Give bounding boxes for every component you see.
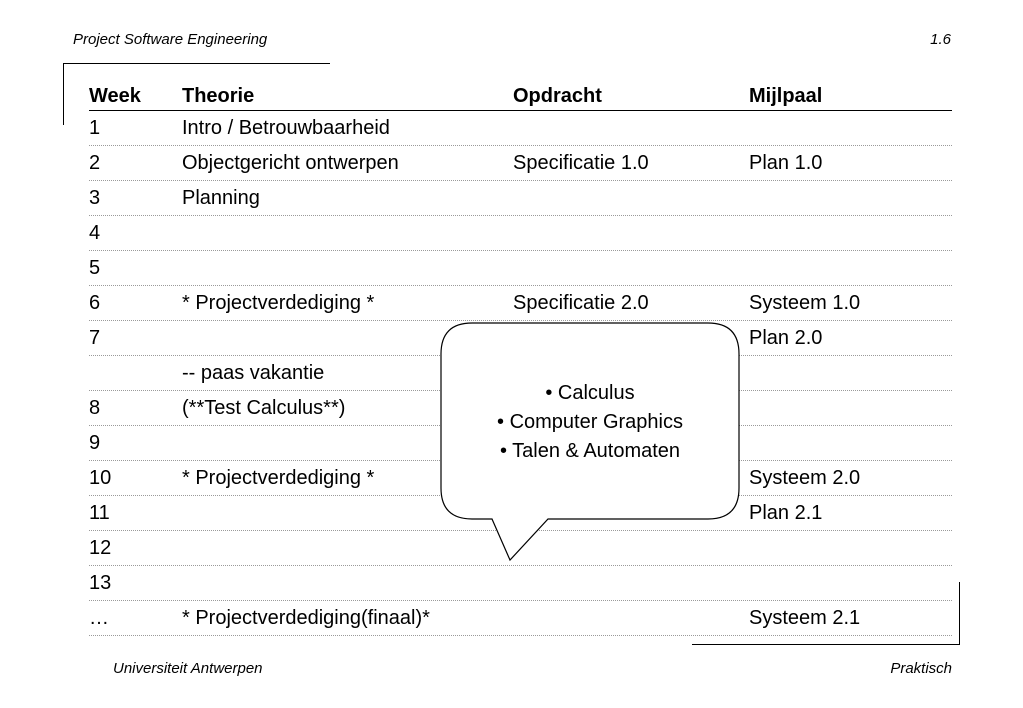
cell-week: 13: [89, 572, 112, 594]
table-row: 1 Intro / Betrouwbaarheid: [89, 111, 952, 146]
cell-theorie: Planning: [182, 187, 260, 209]
column-header-theorie: Theorie: [182, 85, 255, 107]
cell-week: 5: [89, 257, 101, 279]
table-header-row: Week Theorie Opdracht Mijlpaal: [89, 82, 952, 111]
cell-theorie: (**Test Calculus**): [182, 397, 346, 419]
cell-week: 2: [89, 152, 101, 174]
table-row: 3 Planning: [89, 181, 952, 216]
table-row: 6 * Projectverdediging * Specificatie 2.0 S…: [89, 286, 952, 321]
column-header-opdracht: Opdracht: [513, 85, 602, 107]
table-row: … * Projectverdediging(finaal)* Systeem 2.…: [89, 601, 952, 636]
top-left-bracket-vertical: [63, 63, 64, 125]
cell-week: 10: [89, 467, 112, 489]
cell-week: 4: [89, 222, 101, 244]
cell-theorie: -- paas vakantie: [182, 362, 325, 384]
cell-week: 6: [89, 292, 101, 314]
cell-week: …: [89, 607, 109, 629]
cell-theorie: * Projectverdediging *: [182, 467, 375, 489]
table-row: 10 * Projectverdediging * Systeem 2.0: [89, 461, 952, 496]
cell-week: 8: [89, 397, 101, 419]
cell-mijlpaal: Systeem 1.0: [749, 292, 861, 314]
table-row: 12: [89, 531, 952, 566]
cell-week: 9: [89, 432, 101, 454]
top-left-bracket-horizontal: [63, 63, 330, 64]
table-row: 5: [89, 251, 952, 286]
cell-theorie: Intro / Betrouwbaarheid: [182, 117, 390, 139]
cell-week: 11: [89, 502, 110, 524]
speech-bubble-shape: [440, 322, 740, 562]
footer-section: Praktisch: [890, 660, 952, 677]
callout-list: • Calculus • Computer Graphics • Talen &…: [440, 379, 740, 466]
cell-mijlpaal: Plan 2.1: [749, 502, 823, 524]
table-row: 2 Objectgericht ontwerpen Specificatie 1.0…: [89, 146, 952, 181]
cell-opdracht: Specificatie 2.0: [513, 292, 649, 314]
cell-theorie: Objectgericht ontwerpen: [182, 152, 399, 174]
column-header-week: Week: [89, 85, 141, 107]
slide-number: 1.6: [930, 31, 951, 48]
cell-mijlpaal: Systeem 2.0: [749, 467, 861, 489]
column-header-mijlpaal: Mijlpaal: [749, 85, 823, 107]
cell-week: 7: [89, 327, 101, 349]
table-row: 4: [89, 216, 952, 251]
cell-mijlpaal: Plan 2.0: [749, 327, 823, 349]
cell-week: 3: [89, 187, 101, 209]
cell-week: 12: [89, 537, 112, 559]
cell-theorie: * Projectverdediging *: [182, 292, 375, 314]
cell-week: 1: [89, 117, 101, 139]
cell-mijlpaal: Plan 1.0: [749, 152, 823, 174]
cell-theorie: * Projectverdediging(finaal)*: [182, 607, 430, 629]
slide-title: Project Software Engineering: [73, 31, 268, 48]
cell-mijlpaal: Systeem 2.1: [749, 607, 861, 629]
callout-item-computer-graphics: • Computer Graphics: [497, 411, 683, 433]
course-callout: • Calculus • Computer Graphics • Talen &…: [440, 322, 740, 562]
footer-institution: Universiteit Antwerpen: [113, 660, 263, 677]
cell-opdracht: Specificatie 1.0: [513, 152, 649, 174]
table-row: 13: [89, 566, 952, 601]
bottom-right-bracket-vertical: [959, 582, 960, 645]
bottom-right-bracket-horizontal: [692, 644, 960, 645]
callout-item-calculus: • Calculus: [545, 382, 635, 404]
callout-item-talen-automaten: • Talen & Automaten: [499, 440, 681, 462]
